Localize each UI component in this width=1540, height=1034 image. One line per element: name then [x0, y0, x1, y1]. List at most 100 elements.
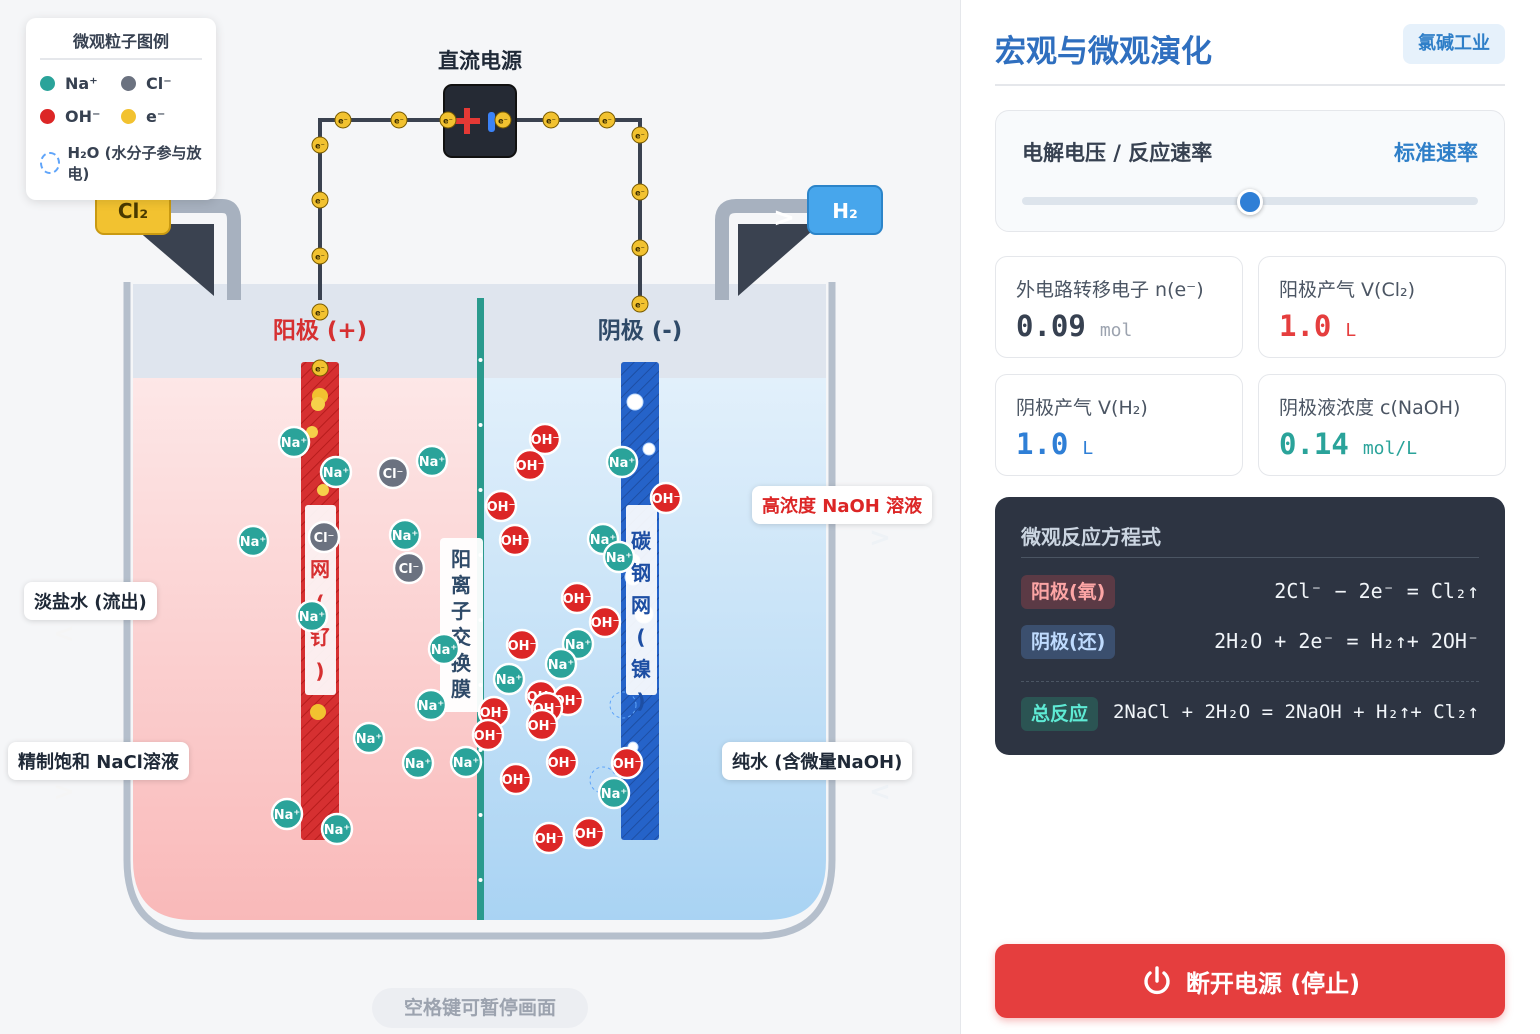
vertical-char: )	[315, 659, 324, 683]
electron-label: e⁻	[315, 365, 325, 374]
electron: e⁻	[311, 303, 329, 321]
h2-pipe-wedge	[738, 224, 820, 296]
oh-ion-label: OH⁻	[474, 729, 503, 744]
electron: e⁻	[631, 239, 649, 257]
pause-hint: 空格键可暂停画面	[372, 988, 588, 1028]
topic-badge: 氯碱工业	[1403, 24, 1505, 64]
oh-ion: OH⁻	[610, 746, 644, 780]
plus-terminal-v	[464, 108, 470, 134]
rate-slider-thumb[interactable]	[1237, 189, 1263, 215]
total-equation-row: 总反应 2NaCl + 2H₂O = 2NaOH + H₂↑+ Cl₂↑	[1021, 697, 1479, 733]
vertical-char: 镍	[631, 657, 651, 681]
electron-label: e⁻	[315, 197, 325, 206]
legend-h2o: H₂O (水分子参与放电)	[67, 144, 202, 183]
cathode-equation-tag: 阴极(还)	[1021, 625, 1116, 659]
na-ion: Na⁺	[401, 746, 435, 780]
cl-ion-label: Cl⁻	[314, 531, 335, 546]
oh-ion-label: OH⁻	[502, 773, 531, 788]
oh-ion: OH⁻	[505, 628, 539, 662]
electron-label: e⁻	[602, 117, 612, 126]
rate-slider[interactable]	[1022, 189, 1478, 215]
na-ion-label: Na⁺	[281, 436, 308, 451]
oh-legend-dot	[40, 109, 55, 124]
cl-ion: Cl⁻	[376, 456, 410, 490]
na-ion-label: Na⁺	[405, 757, 432, 772]
oh-ion: OH⁻	[545, 745, 579, 779]
electron-label: e⁻	[546, 117, 556, 126]
h2-tag	[807, 185, 883, 235]
electron-label: e⁻	[315, 309, 325, 318]
na-ion: Na⁺	[270, 797, 304, 831]
na-ion-label: Na⁺	[356, 732, 383, 747]
rate-control-card: 电解电压 / 反应速率 标准速率	[995, 110, 1505, 232]
electron-label: e⁻	[338, 117, 348, 126]
stop-power-button[interactable]: 断开电源 (停止)	[995, 944, 1505, 1018]
tank-wall	[123, 282, 836, 940]
na-ion-label: Na⁺	[609, 456, 636, 471]
oh-ion-label: OH⁻	[613, 757, 642, 772]
na-ion: Na⁺	[388, 518, 422, 552]
legend-na: Na⁺	[65, 74, 98, 93]
na-ion: Na⁺	[236, 524, 270, 558]
na-ion: Na⁺	[415, 444, 449, 478]
cathode-mesh-text: 碳钢网(镍)	[631, 529, 652, 713]
rate-value: 标准速率	[1394, 141, 1478, 165]
control-panel: 宏观与微观演化 氯碱工业 电解电压 / 反应速率 标准速率 外电路转移电子 n(…	[960, 0, 1540, 1034]
stop-button-label: 断开电源 (停止)	[1185, 969, 1361, 998]
electron: e⁻	[311, 359, 329, 377]
membrane-pore	[478, 488, 483, 492]
cl-ion: Cl⁻	[392, 551, 426, 585]
e-legend-dot	[121, 109, 136, 124]
na-ion: Na⁺	[597, 776, 631, 810]
vertical-char: 网	[310, 557, 330, 581]
electron-label: e⁻	[498, 117, 508, 126]
anode-equation-tag: 阳极(氧)	[1021, 575, 1116, 609]
electron: e⁻	[631, 295, 649, 313]
power-icon	[1144, 966, 1170, 995]
electron-label: e⁻	[394, 117, 404, 126]
legend-cl: Cl⁻	[146, 74, 172, 93]
h2-tag-label: H₂	[832, 199, 858, 223]
oh-ion: OH⁻	[649, 481, 683, 515]
cl-legend-dot	[121, 76, 136, 91]
electron: e⁻	[334, 111, 352, 129]
electron: e⁻	[494, 111, 512, 129]
electron: e⁻	[631, 126, 649, 144]
legend-title: 微观粒子图例	[40, 28, 202, 60]
na-ion: Na⁺	[602, 540, 636, 574]
anode-equation: 2Cl⁻ − 2e⁻ = Cl₂↑	[1274, 579, 1479, 603]
cl2-tag-label: Cl₂	[118, 199, 148, 223]
title-divider	[995, 84, 1505, 86]
electron: e⁻	[439, 111, 457, 129]
cl2-pipe-wedge	[130, 224, 214, 296]
stat-electrons-label: 外电路转移电子 n(e⁻)	[1016, 279, 1204, 301]
oh-ion: OH⁻	[499, 762, 533, 796]
na-ion-label: Na⁺	[453, 756, 480, 771]
oh-ion: OH⁻	[588, 605, 622, 639]
cl2-outlet-pipe	[150, 199, 241, 300]
vertical-char: )	[636, 689, 645, 713]
electron-label: e⁻	[443, 117, 453, 126]
stat-cl2-label: 阳极产气 V(Cl₂)	[1279, 279, 1416, 301]
anode-label: 阳极 (+)	[273, 318, 367, 344]
water-in-arrow-icon: <	[869, 777, 891, 807]
oh-ion-label: OH⁻	[516, 459, 545, 474]
membrane-pore	[478, 878, 483, 882]
electron: e⁻	[390, 111, 408, 129]
dilute-out-arrow-icon: <	[53, 619, 75, 649]
electron: e⁻	[311, 191, 329, 209]
na-ion-label: Na⁺	[418, 699, 445, 714]
oh-ion-label: OH⁻	[548, 756, 577, 771]
na-ion-label: Na⁺	[496, 673, 523, 688]
pure-water-label: 纯水 (含微量NaOH)	[722, 742, 913, 780]
oh-ion: OH⁻	[525, 708, 559, 742]
cl-ion: Cl⁻	[307, 520, 341, 554]
na-legend-dot	[40, 76, 55, 91]
equations-title: 微观反应方程式	[1021, 525, 1161, 549]
